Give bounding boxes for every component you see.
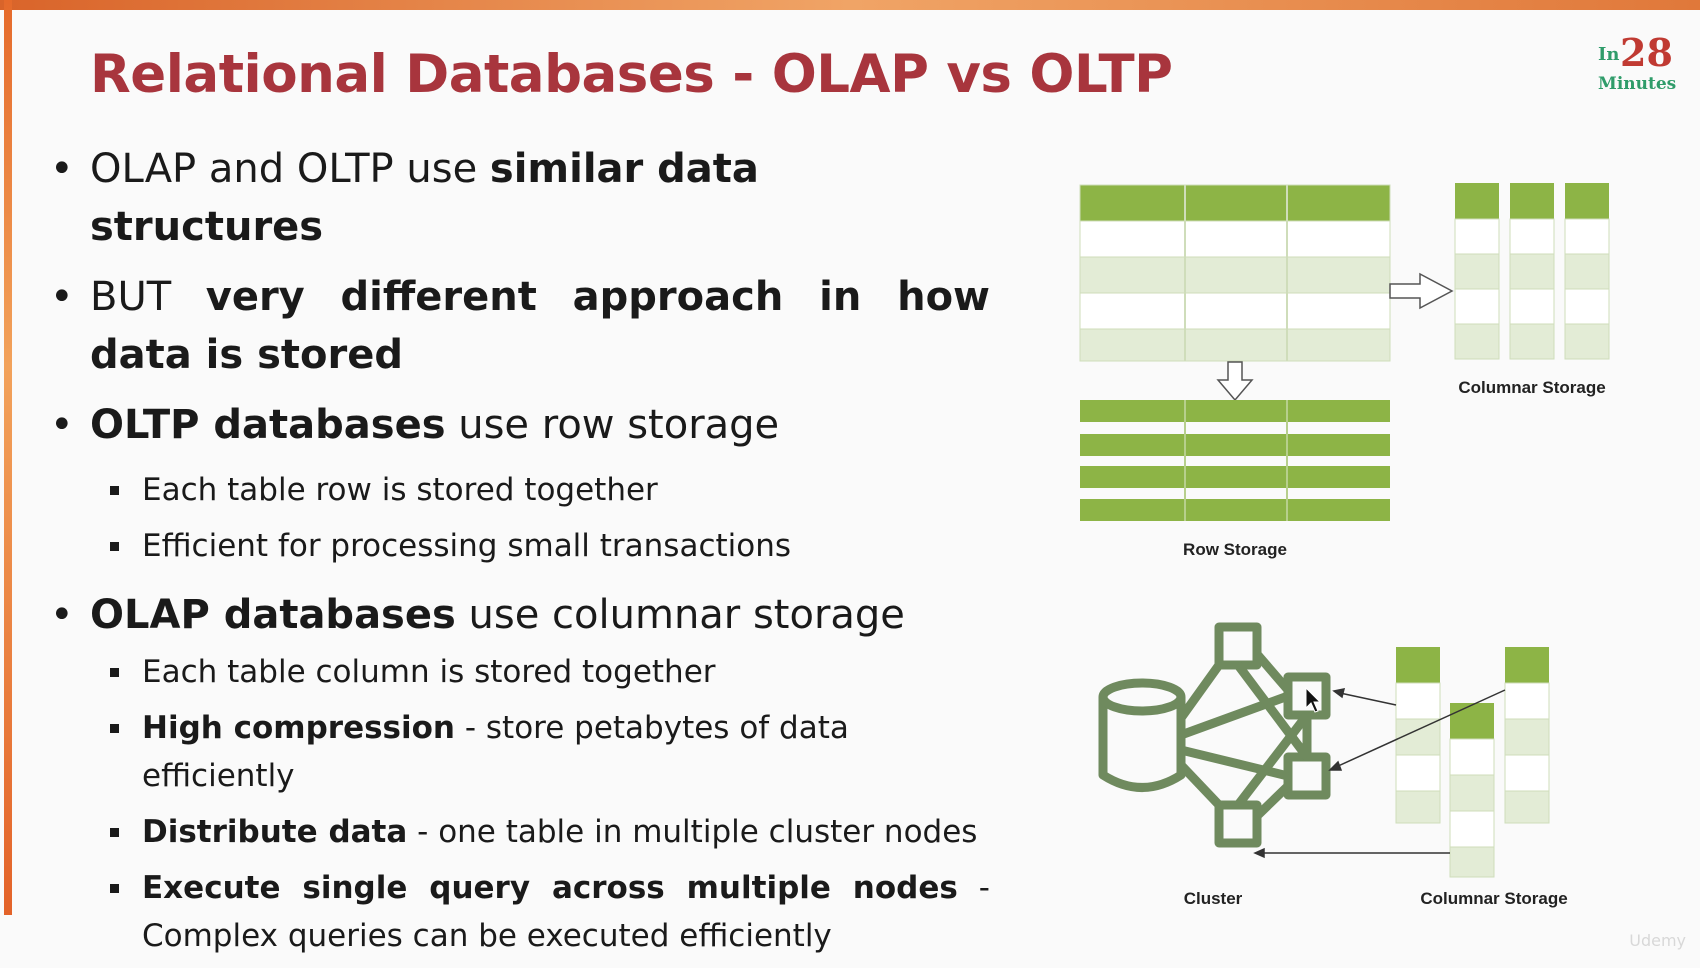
sub-bullet-3-2: Efficient for processing small transacti… (50, 522, 990, 570)
top-border (0, 0, 1700, 10)
bullet-1: OLAP and OLTP use similar data structure… (50, 140, 990, 256)
cursor-icon (1305, 686, 1322, 713)
sub-bullet-4-4: Execute single query across multiple nod… (50, 864, 990, 960)
bullet-1-bold: similar data structures (90, 146, 759, 250)
sub-bullet-text: Each table row is stored together (142, 472, 658, 508)
columnar-storage-top (1454, 183, 1610, 360)
sub-bullet-4-3: Distribute data - one table in multiple … (50, 808, 990, 856)
sub-bullet-text: - one table in multiple cluster nodes (407, 814, 978, 850)
logo-in: In (1598, 44, 1620, 65)
arrow-right-icon (1389, 272, 1454, 310)
bullet-3: OLTP databases use row storage (50, 396, 990, 454)
sub-bullet-text: Each table column is stored together (142, 654, 716, 690)
bullet-3-bold: OLTP databases (90, 402, 446, 448)
sub-bullet-4-2: High compression - store petabytes of da… (50, 704, 990, 800)
bullet-2-text: BUT (90, 274, 206, 320)
sub-bullet-text: - Complex queries can be executed effici… (142, 870, 990, 954)
row-storage-label: Row Storage (1183, 540, 1287, 559)
slide-title: Relational Databases - OLAP vs OLTP (90, 44, 1173, 105)
connection-arrows (1253, 688, 1506, 859)
cluster-label: Cluster (1184, 889, 1243, 908)
table-grid (1079, 184, 1391, 362)
watermark: Udemy (1629, 931, 1686, 950)
logo-word: Minutes (1598, 74, 1677, 94)
in28minutes-logo: In 28 Minutes (1596, 30, 1686, 100)
bullet-2: BUT very different approach in how data … (50, 268, 990, 384)
sub-bullet-text: Efficient for processing small transacti… (142, 528, 792, 564)
bullet-2-bold: very different approach in how data is s… (90, 274, 991, 378)
left-border (4, 0, 12, 915)
bullet-list: OLAP and OLTP use similar data structure… (50, 140, 990, 968)
bullet-3-text: use row storage (445, 402, 780, 448)
bullet-4-text: use columnar storage (455, 592, 905, 638)
row-storage (1080, 400, 1390, 521)
columnar-storage-label-bottom: Columnar Storage (1420, 889, 1567, 908)
columnar-storage-bottom (1395, 647, 1550, 878)
sub-bullet-bold: Distribute data (142, 814, 408, 850)
sub-bullet-4-1: Each table column is stored together (50, 648, 990, 696)
bullet-1-text: OLAP and OLTP use (90, 146, 490, 192)
sub-bullet-bold: High compression (142, 710, 455, 746)
arrow-down-icon (1216, 361, 1254, 402)
bullet-4: OLAP databases use columnar storage (50, 586, 990, 644)
logo-number: 28 (1620, 30, 1673, 75)
sub-bullet-text: - store petabytes of data efficiently (142, 710, 849, 794)
columnar-storage-label-top: Columnar Storage (1458, 378, 1605, 397)
bullet-4-bold: OLAP databases (90, 592, 456, 638)
sub-bullet-3-1: Each table row is stored together (50, 466, 990, 514)
sub-bullet-bold: Execute single query across multiple nod… (142, 870, 958, 906)
cluster-icon (1098, 622, 1331, 848)
